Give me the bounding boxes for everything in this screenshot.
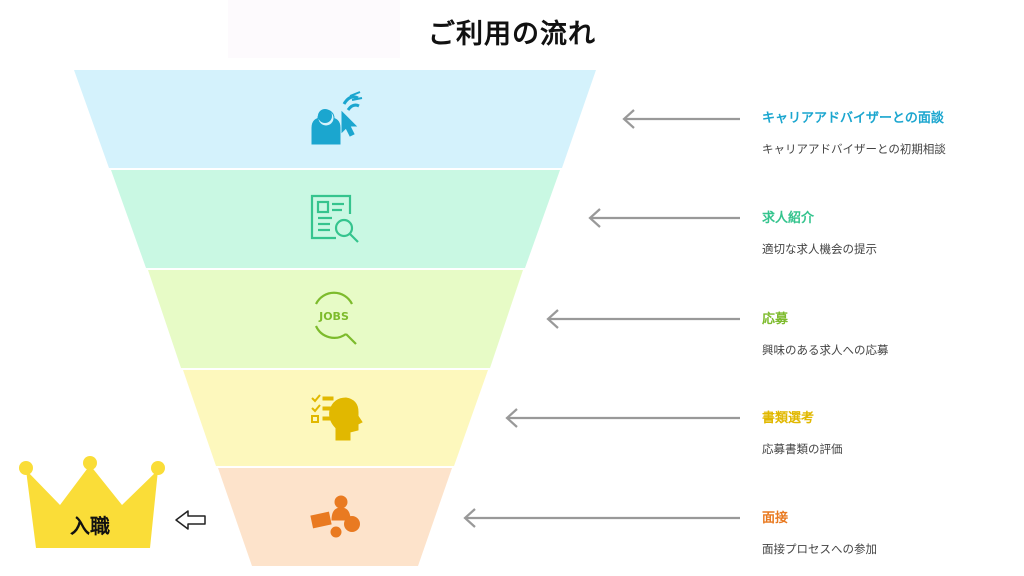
step-3-desc: 興味のある求人への応募	[762, 343, 889, 357]
step-arrow-2	[588, 208, 740, 228]
advisor-icon	[311, 91, 363, 145]
title-background	[228, 0, 400, 58]
jobs-search-icon: JOBS	[314, 291, 357, 345]
step-arrow-5	[463, 508, 740, 528]
step-4-title: 書類選考	[762, 411, 815, 426]
step-2-title: 求人紹介	[762, 211, 815, 226]
step-5-title: 面接	[762, 511, 789, 526]
crown-icon	[19, 456, 165, 548]
funnel-layer-3	[148, 270, 523, 368]
step-arrow-1	[622, 109, 740, 129]
step-3-title: 応募	[762, 312, 789, 327]
step-2: 求人紹介 適切な求人機会の提示	[762, 210, 1002, 257]
step-5: 面接 面接プロセスへの参加	[762, 510, 1002, 557]
step-3: 応募 興味のある求人への応募	[762, 311, 1002, 358]
step-4: 書類選考 応募書類の評価	[762, 410, 1002, 457]
step-arrow-4	[505, 408, 740, 428]
goal-label: 入職	[70, 514, 110, 538]
step-arrow-3	[546, 309, 740, 329]
step-4-desc: 応募書類の評価	[762, 442, 843, 456]
step-1-title: キャリアアドバイザーとの面談	[762, 111, 944, 126]
jobs-icon-text: JOBS	[318, 310, 349, 323]
page-title: ご利用の流れ	[428, 19, 596, 50]
interview-icon	[310, 495, 360, 538]
checklist-head-icon	[311, 394, 363, 441]
job-document-search-icon	[310, 194, 359, 243]
step-1: キャリアアドバイザーとの面談 キャリアアドバイザーとの初期相談	[762, 110, 1002, 157]
funnel-layer-2	[111, 170, 560, 268]
goal-arrow-icon	[175, 510, 206, 530]
step-1-desc: キャリアアドバイザーとの初期相談	[762, 142, 946, 156]
step-2-desc: 適切な求人機会の提示	[762, 242, 877, 256]
step-5-desc: 面接プロセスへの参加	[762, 542, 877, 556]
